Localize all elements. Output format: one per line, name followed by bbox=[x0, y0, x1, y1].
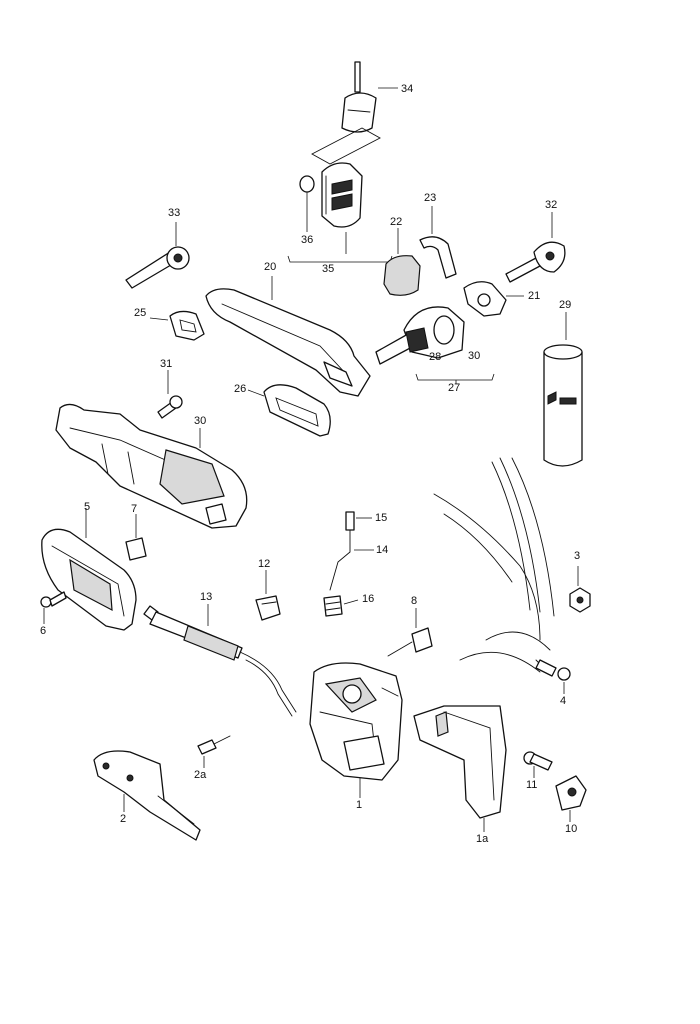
callout-21: 21 bbox=[528, 290, 540, 302]
callout-5: 5 bbox=[84, 501, 90, 513]
callout-10: 10 bbox=[565, 823, 577, 835]
callout-11: 11 bbox=[526, 779, 537, 791]
callout-33: 33 bbox=[168, 207, 180, 219]
callout-30-bottom: 30 bbox=[194, 415, 206, 427]
part-2-bracket bbox=[93, 750, 201, 841]
callout-6: 6 bbox=[40, 625, 46, 637]
part-36-seal-ring bbox=[299, 175, 315, 193]
callout-15: 15 bbox=[375, 512, 387, 524]
part-25-gasket bbox=[169, 310, 205, 341]
part-3-nut bbox=[569, 587, 591, 613]
part-16-bushing bbox=[323, 595, 343, 617]
part-4-bolt bbox=[535, 659, 571, 681]
part-11-screw bbox=[523, 751, 553, 771]
part-13-bowden-cable bbox=[143, 605, 297, 717]
callout-7: 7 bbox=[131, 503, 137, 515]
callout-20: 20 bbox=[264, 261, 276, 273]
callout-13: 13 bbox=[200, 591, 212, 603]
part-30-handle-carrier bbox=[55, 403, 248, 529]
callout-23: 23 bbox=[424, 192, 436, 204]
part-23-seal bbox=[419, 236, 457, 279]
part-12-clip bbox=[255, 595, 281, 621]
part-26-handle-gasket bbox=[263, 384, 331, 437]
part-28-lock-cylinder bbox=[375, 306, 465, 365]
part-22-cap bbox=[383, 255, 421, 296]
part-14-rod bbox=[329, 529, 351, 591]
part-1-door-lock bbox=[309, 662, 403, 781]
callout-1a: 1a bbox=[476, 833, 489, 845]
callout-30-top: 30 bbox=[468, 350, 480, 362]
callout-29: 29 bbox=[559, 299, 571, 311]
part-35-cover-plate bbox=[321, 162, 363, 228]
part-10-striker bbox=[555, 775, 587, 811]
part-20-door-handle bbox=[205, 288, 371, 397]
callout-36: 36 bbox=[301, 234, 313, 246]
callout-3: 3 bbox=[574, 550, 580, 562]
callout-31: 31 bbox=[160, 358, 172, 370]
part-34-key bbox=[341, 61, 377, 133]
callout-2a: 2a bbox=[194, 769, 207, 781]
callout-14: 14 bbox=[376, 544, 388, 556]
callout-34: 34 bbox=[401, 83, 413, 95]
part-32-key bbox=[505, 241, 566, 283]
callout-16: 16 bbox=[362, 593, 374, 605]
callout-27: 27 bbox=[448, 382, 460, 394]
part-7-clip bbox=[125, 537, 147, 561]
callout-8: 8 bbox=[411, 595, 417, 607]
part-8-connector bbox=[387, 627, 433, 657]
part-6-screw bbox=[40, 591, 67, 608]
callout-12: 12 bbox=[258, 558, 270, 570]
callout-22: 22 bbox=[390, 216, 402, 228]
part-21-lever bbox=[463, 281, 507, 317]
callout-28: 28 bbox=[429, 351, 441, 363]
part-29-spray-can bbox=[543, 344, 583, 467]
callout-2: 2 bbox=[120, 813, 126, 825]
callout-4: 4 bbox=[560, 695, 566, 707]
part-2a-pin bbox=[197, 735, 231, 755]
callout-32: 32 bbox=[545, 199, 557, 211]
door-frame-outline bbox=[433, 457, 555, 677]
callout-26: 26 bbox=[234, 383, 246, 395]
part-31-screw bbox=[157, 395, 183, 419]
part-1a-bracket bbox=[413, 705, 507, 819]
callout-1: 1 bbox=[356, 799, 362, 811]
callout-25: 25 bbox=[134, 307, 146, 319]
callout-35: 35 bbox=[322, 263, 334, 275]
part-33-remote-key bbox=[125, 246, 190, 289]
part-15-rod-end bbox=[345, 511, 355, 531]
part-5-inner-handle bbox=[41, 528, 137, 631]
